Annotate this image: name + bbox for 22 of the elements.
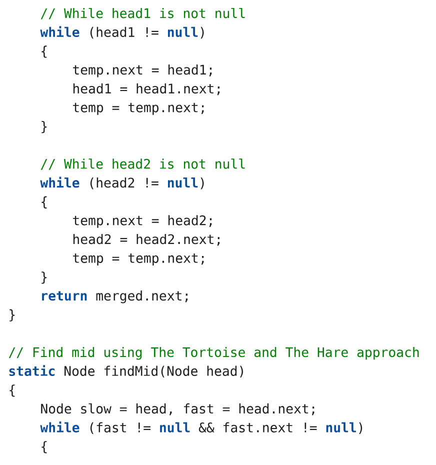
code-line: while (head1 != null) — [40, 26, 204, 39]
code-line: temp = temp.next; — [73, 102, 204, 115]
code-line: { — [10, 384, 15, 397]
code-comment: // While head1 is not null — [40, 8, 245, 20]
code-comment: // Find mid using The Tortoise and The Hare approach — [8, 346, 419, 360]
code-line: Node slow = head, fast = head.next; — [41, 403, 314, 416]
code-line: head1 = head1.next; — [73, 83, 220, 96]
code-line: while (head2 != null) — [40, 176, 204, 190]
code-line: temp.next = head2; — [73, 215, 212, 228]
code-line: } — [10, 309, 15, 322]
code-line: temp = temp.next; — [73, 254, 204, 266]
code-line: head2 = head2.next; — [73, 234, 220, 246]
code-line: return merged.next; — [42, 290, 188, 304]
code-line: { — [42, 441, 47, 454]
code-line: { — [42, 196, 47, 208]
code-line: static Node findMid(Node head) — [9, 365, 243, 378]
code-line: } — [42, 120, 47, 134]
code-line: { — [42, 46, 47, 58]
code-line: } — [42, 272, 47, 284]
code-line: temp.next = head1; — [73, 64, 212, 78]
code-comment: // While head2 is not null — [40, 158, 245, 170]
code-line: while (fast != null && fast.next != null) — [40, 422, 362, 434]
